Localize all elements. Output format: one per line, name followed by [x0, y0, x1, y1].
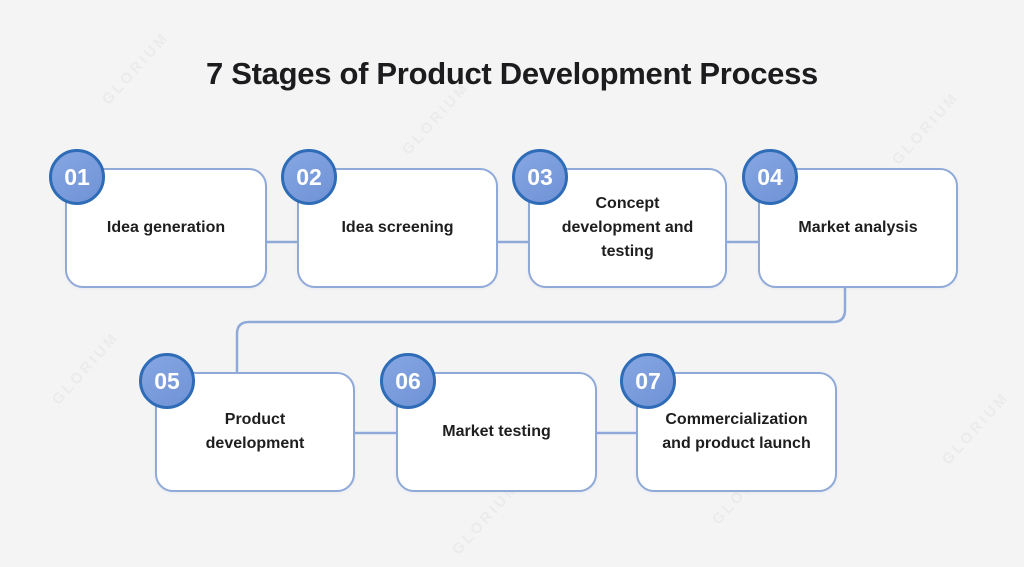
stage-number-badge-6: 06 [380, 353, 436, 409]
stage-box-1: 01 Idea generation [49, 149, 267, 288]
stage-number-badge-3: 03 [512, 149, 568, 205]
connector-stage4-stage5 [235, 288, 847, 372]
stage-box-6: 06 Market testing [380, 353, 597, 492]
stage-label-3: Concept development and testing [561, 195, 694, 260]
stage-box-4: 04 Market analysis [742, 149, 958, 288]
stage-label-4: Market analysis [798, 219, 918, 236]
stage-number-badge-4: 04 [742, 149, 798, 205]
stage-label-6: Market testing [442, 423, 551, 440]
stage-number-badge-7: 07 [620, 353, 676, 409]
stage-label-2: Idea screening [341, 219, 454, 236]
stage-box-7: 07 Commercialization and product launch [620, 353, 837, 492]
stage-box-5: 05 Product development [139, 353, 355, 492]
stage-label-7: Commercialization and product launch [662, 411, 811, 452]
page-title: 7 Stages of Product Development Process [206, 56, 818, 91]
stage-number-badge-2: 02 [281, 149, 337, 205]
stage-label-1: Idea generation [106, 219, 226, 236]
stage-box-3: 03 Concept development and testing [512, 149, 727, 288]
stage-number-badge-1: 01 [49, 149, 105, 205]
stage-box-2: 02 Idea screening [281, 149, 498, 288]
stage-label-5: Product development [205, 411, 305, 452]
stage-number-badge-5: 05 [139, 353, 195, 409]
